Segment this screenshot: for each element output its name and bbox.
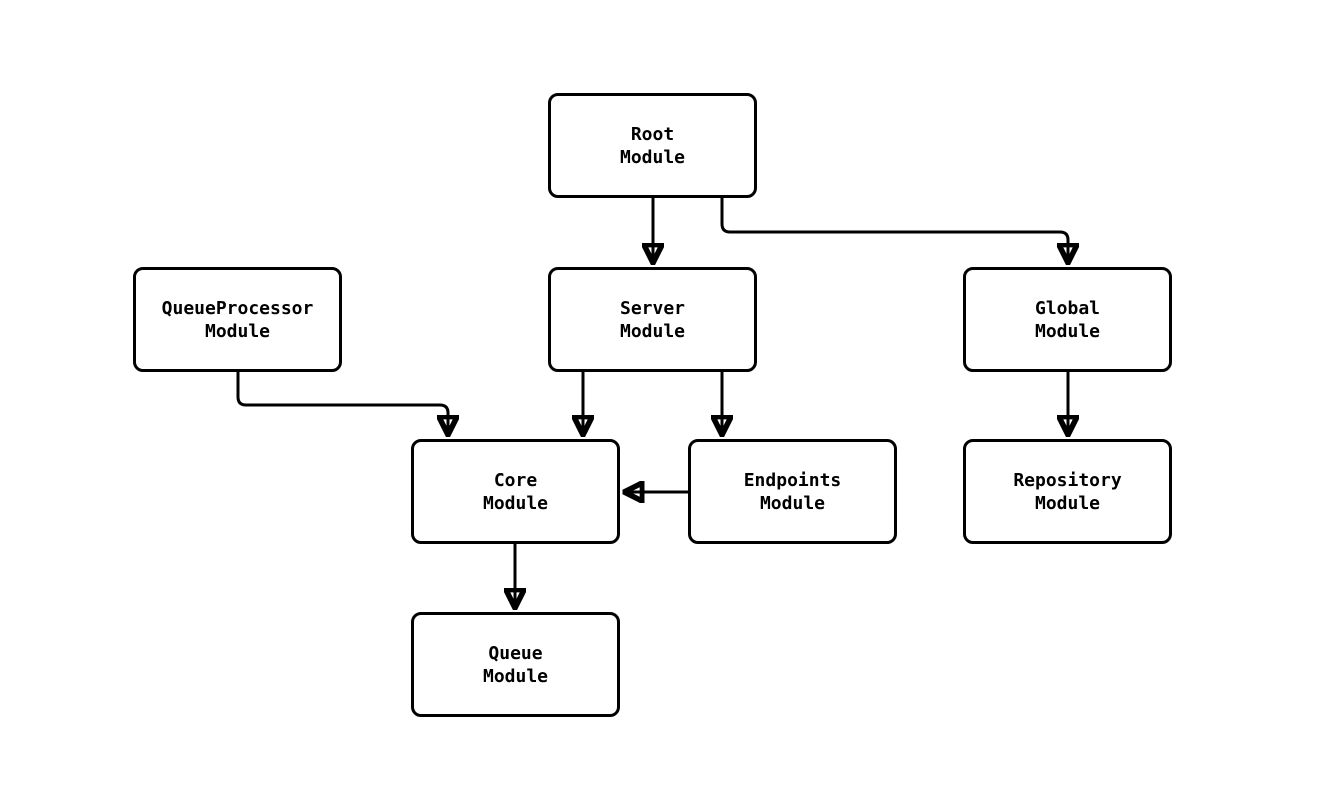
node-server-module: Server Module [548, 267, 757, 372]
node-queueprocessor-module: QueueProcessor Module [133, 267, 342, 372]
node-queueprocessor-module-label: QueueProcessor Module [161, 297, 314, 342]
node-core-module-label: Core Module [482, 469, 549, 514]
node-core-module: Core Module [411, 439, 620, 544]
node-repository-module-label: Repository Module [1013, 469, 1122, 514]
node-global-module-label: Global Module [1034, 297, 1101, 342]
node-repository-module: Repository Module [963, 439, 1172, 544]
node-endpoints-module-label: Endpoints Module [743, 469, 842, 514]
node-queue-module: Queue Module [411, 612, 620, 717]
node-queue-module-label: Queue Module [482, 642, 549, 687]
node-root-module: Root Module [548, 93, 757, 198]
node-root-module-label: Root Module [619, 123, 686, 168]
edge-root-to-global [720, 197, 1068, 262]
node-global-module: Global Module [963, 267, 1172, 372]
node-endpoints-module: Endpoints Module [688, 439, 897, 544]
edge-queueprocessor-to-core [236, 372, 448, 434]
node-server-module-label: Server Module [619, 297, 686, 342]
